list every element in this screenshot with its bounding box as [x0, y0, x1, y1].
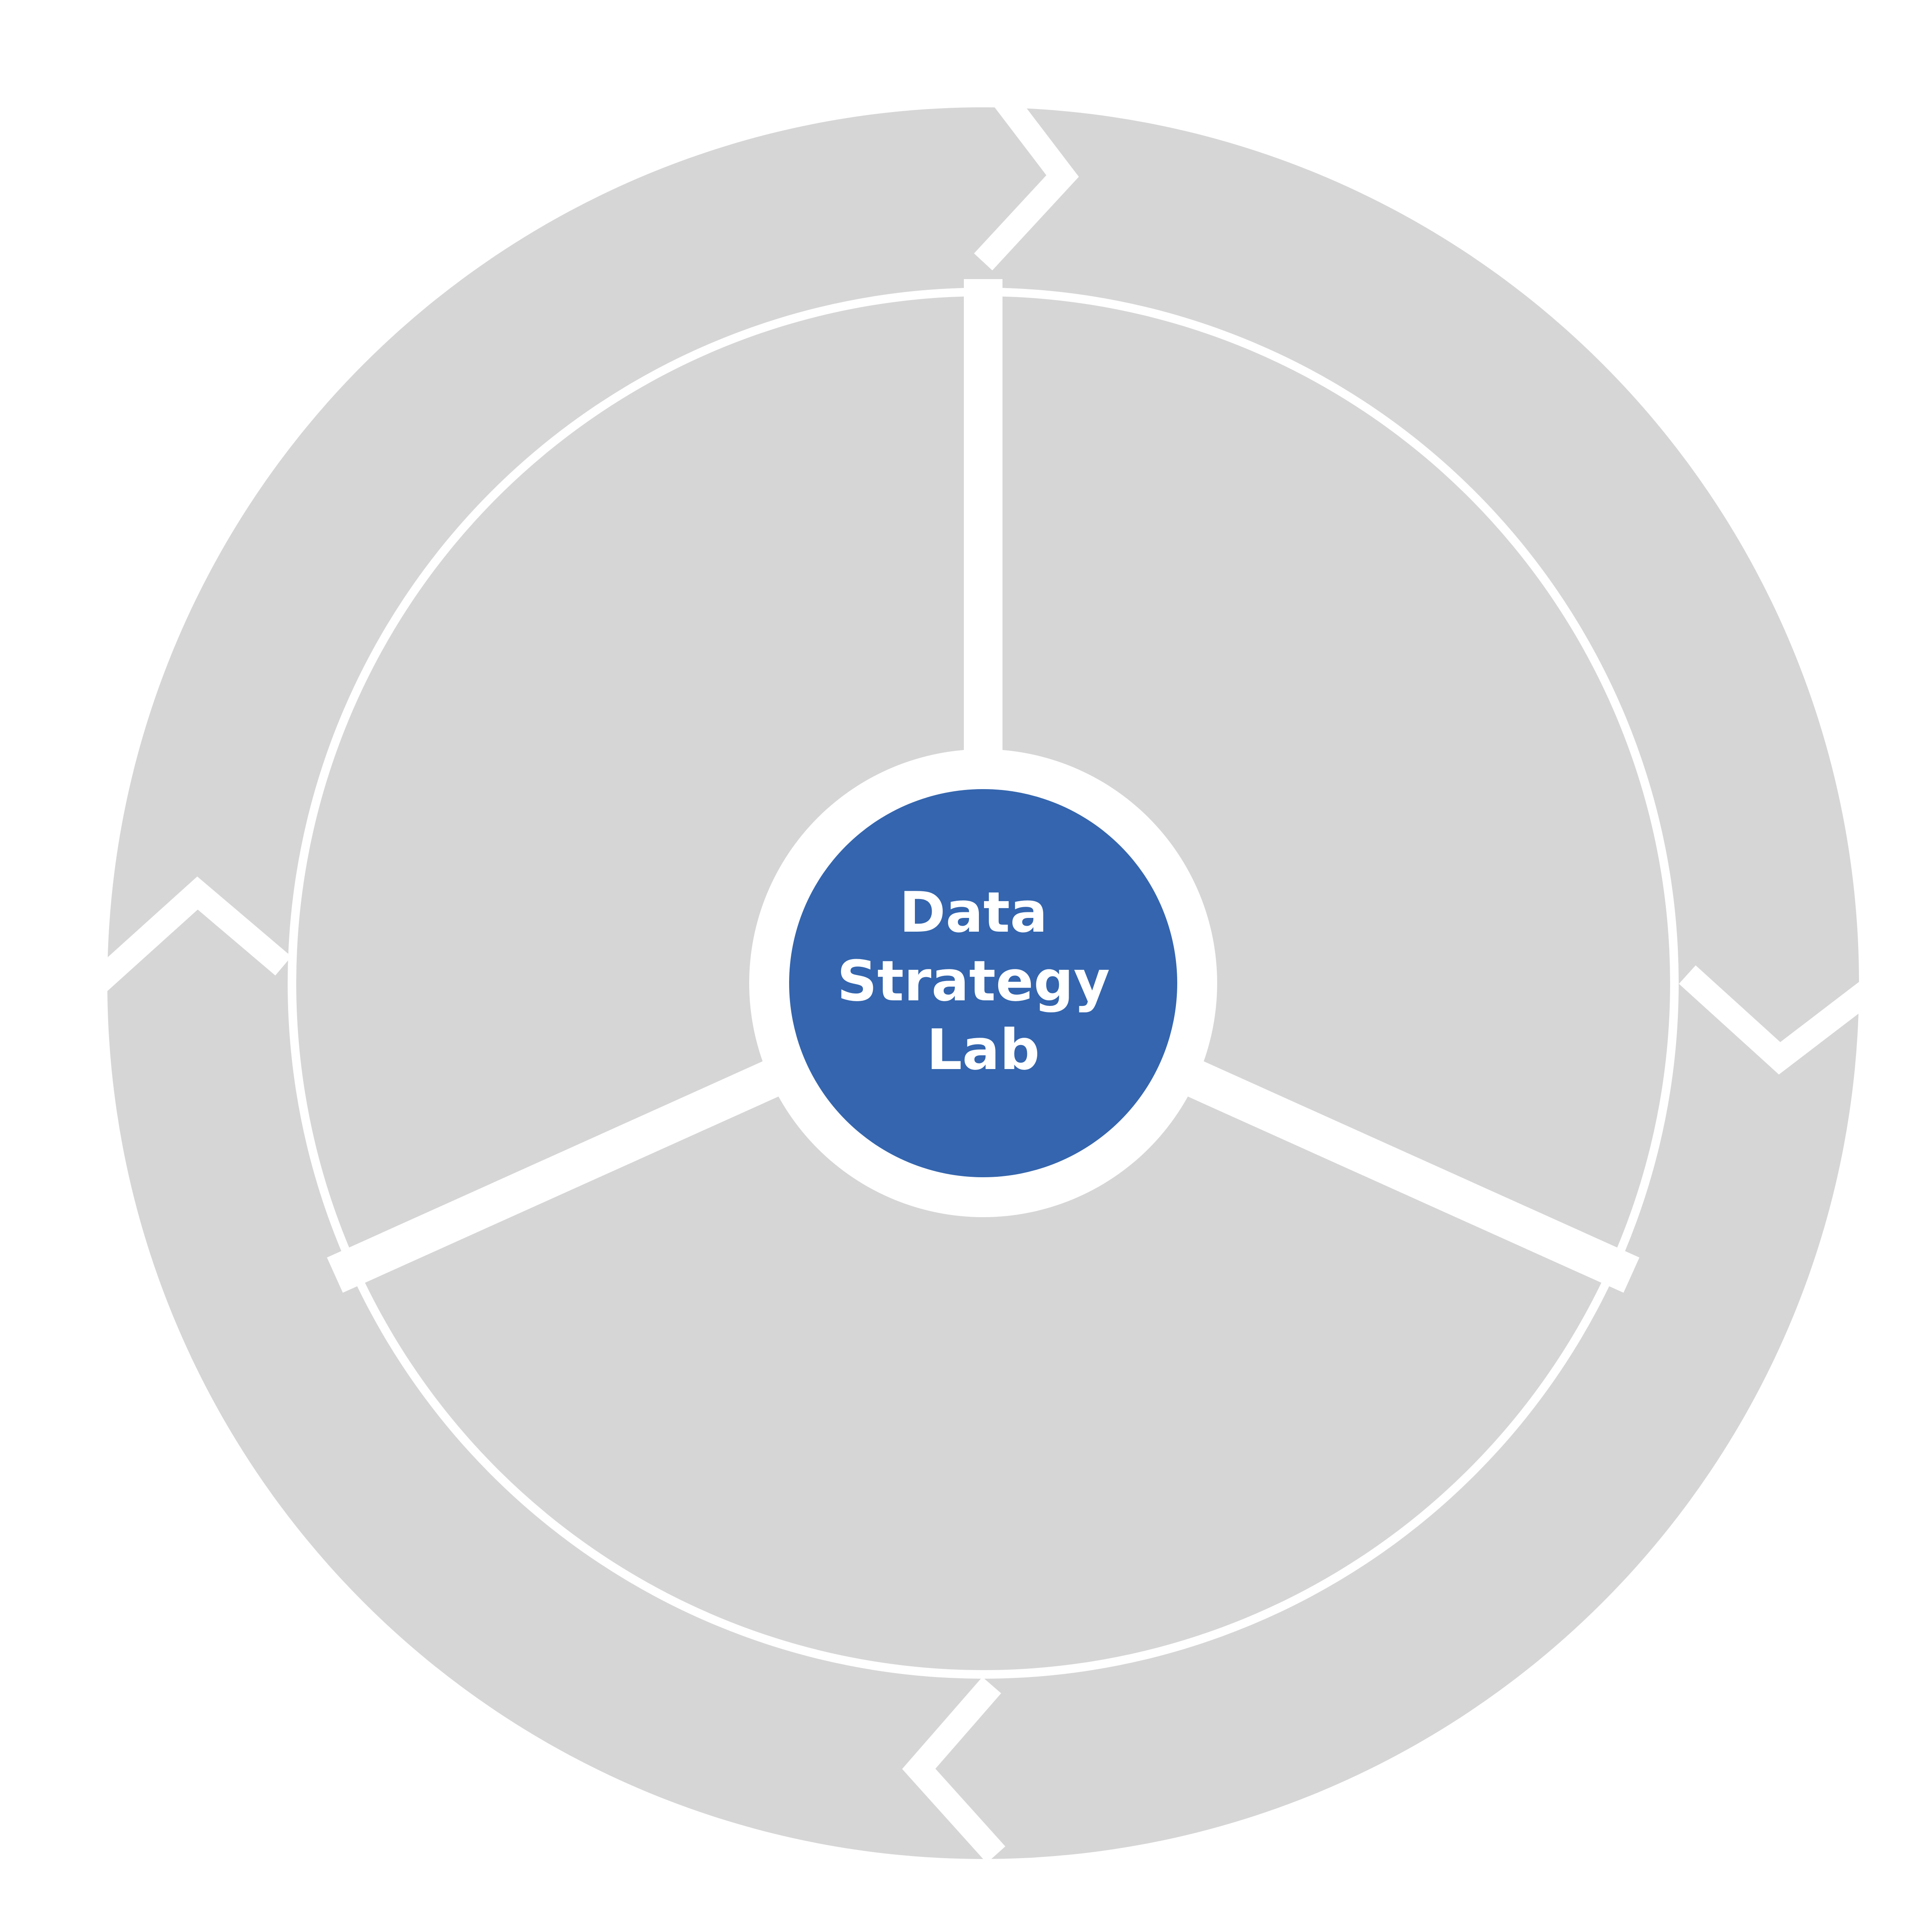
center-label-line-3: Lab	[927, 1017, 1040, 1082]
center-label-line-2: Strategy	[837, 948, 1110, 1014]
separator-bottom	[902, 1677, 1005, 1863]
separator-left	[79, 876, 292, 1001]
separator-top	[974, 78, 1079, 270]
outer-ring-separators	[79, 78, 1897, 1863]
hub-circle	[789, 789, 1177, 1177]
center-label-line-1: Data	[899, 880, 1048, 945]
center-label: Data Strategy Lab	[837, 880, 1130, 1082]
separator-right	[1679, 964, 1897, 1075]
